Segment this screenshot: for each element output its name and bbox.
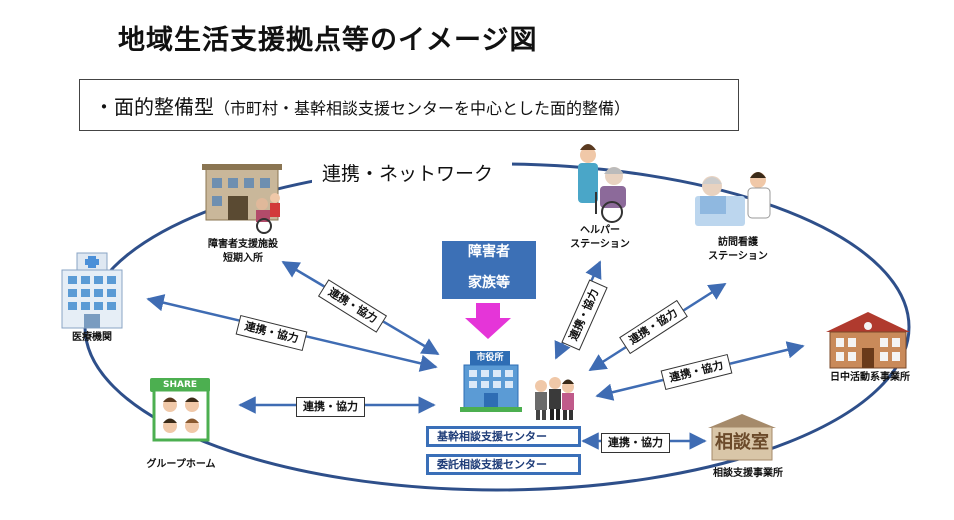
daytime-activity-label: 日中活動系事業所 [830,372,910,383]
core-center-box: 基幹相談支援センター [426,426,581,447]
collab-label-consult: 連携・協力 [601,433,670,453]
medical-institution-label: 医療機関 [72,332,112,343]
subtitle-main: ・面的整備型 [94,95,214,119]
nursing-label-line2: ステーション [708,250,768,262]
magenta-down-arrow [465,303,511,339]
nursing-label-line1: 訪問看護 [718,237,758,248]
visiting-nursing-icon [695,172,771,226]
staff-persons-icon [535,377,574,420]
family-box: 障害者 家族等 [442,241,536,299]
family-box-top-label: 障害者 [468,244,510,260]
group-home-sign: SHARE [162,380,198,390]
consign-center-label: 委託相談支援センター [437,458,547,471]
family-box-bottom-label: 家族等 [468,275,510,291]
group-home-icon [150,378,210,442]
helper-label-line1: ヘルパー [580,225,620,236]
core-center-label: 基幹相談支援センター [437,430,547,443]
nursing-station-label: 訪問看護 ステーション [692,236,784,263]
helper-station-label: ヘルパー ステーション [554,224,646,251]
helper-label-line2: ステーション [570,238,630,250]
shortstay-label-line1: 障害者支援施設 [208,239,278,250]
group-home-label: グループホーム [146,459,216,470]
diagram-title: 地域生活支援拠点等のイメージ図 [118,25,538,56]
shortstay-facility-icon [202,164,282,234]
subtitle-box: ・面的整備型（市町村・基幹相談支援センターを中心とした面的整備） [79,79,739,131]
daytime-activity-office-icon [826,312,910,369]
collab-label-grouphome: 連携・協力 [296,397,365,417]
consult-office-sign: 相談室 [715,432,769,453]
consultation-office-icon [708,414,776,461]
city-hall-sign: 市役所 [476,353,504,363]
city-hall-icon [460,351,522,412]
consign-center-box: 委託相談支援センター [426,454,581,475]
shortstay-label-line2: 短期入所 [223,252,263,264]
network-label: 連携・ネットワーク [322,163,494,185]
consult-office-label: 相談支援事業所 [713,468,783,479]
subtitle-text: ・面的整備型（市町村・基幹相談支援センターを中心とした面的整備） [94,91,630,120]
medical-institution-icon [61,252,123,329]
helper-station-icon [578,144,626,223]
subtitle-paren: （市町村・基幹相談支援センターを中心とした面的整備） [214,99,631,118]
network-label-bg [312,150,512,190]
shortstay-facility-label: 障害者支援施設 短期入所 [192,238,294,265]
